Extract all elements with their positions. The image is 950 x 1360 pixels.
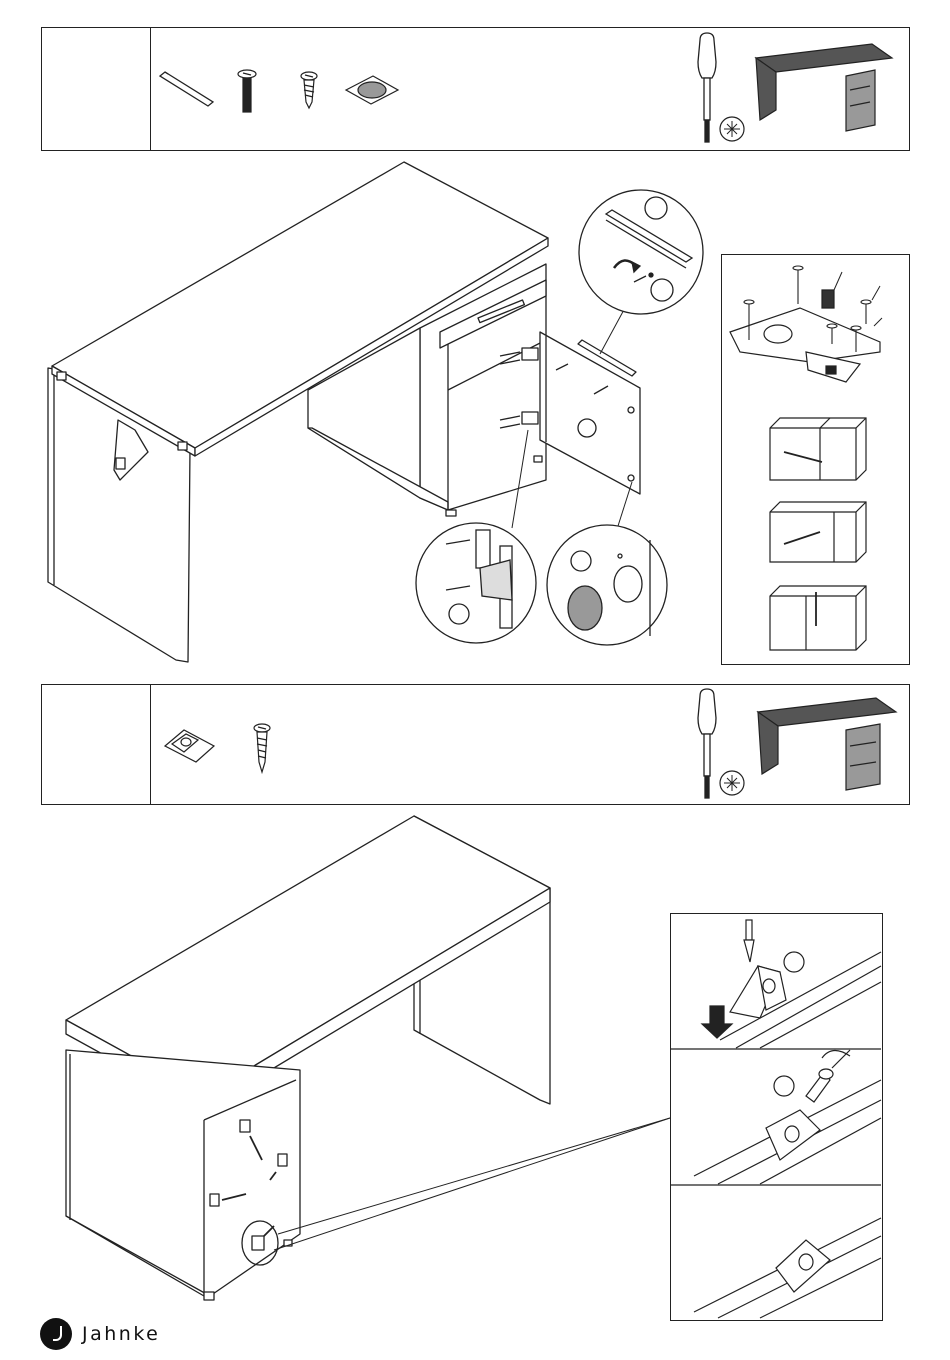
phillips-bit-icon (720, 117, 744, 141)
phillips-bit-icon (720, 771, 744, 795)
brand-logo-icon (40, 1318, 72, 1350)
step-2-parts-icons (0, 680, 950, 810)
brand-name: Jahnke (82, 1323, 160, 1345)
wood-screw-icon (301, 72, 317, 108)
wood-screw-icon (254, 724, 270, 772)
desk-preview-icon (756, 44, 892, 131)
machine-screw-icon (238, 70, 256, 112)
brand-logo: Jahnke (40, 1318, 160, 1350)
dowel-strip-icon (160, 72, 213, 106)
felt-pad-icon (346, 76, 398, 104)
hinge-adjustment-drawings (0, 250, 950, 670)
screwdriver-icon (698, 689, 716, 798)
corner-bracket-icon (165, 730, 214, 762)
bracket-detail-drawings (0, 910, 950, 1330)
step-1-parts-icons (0, 0, 950, 160)
desk-preview-icon (758, 698, 896, 790)
screwdriver-icon (698, 33, 716, 142)
